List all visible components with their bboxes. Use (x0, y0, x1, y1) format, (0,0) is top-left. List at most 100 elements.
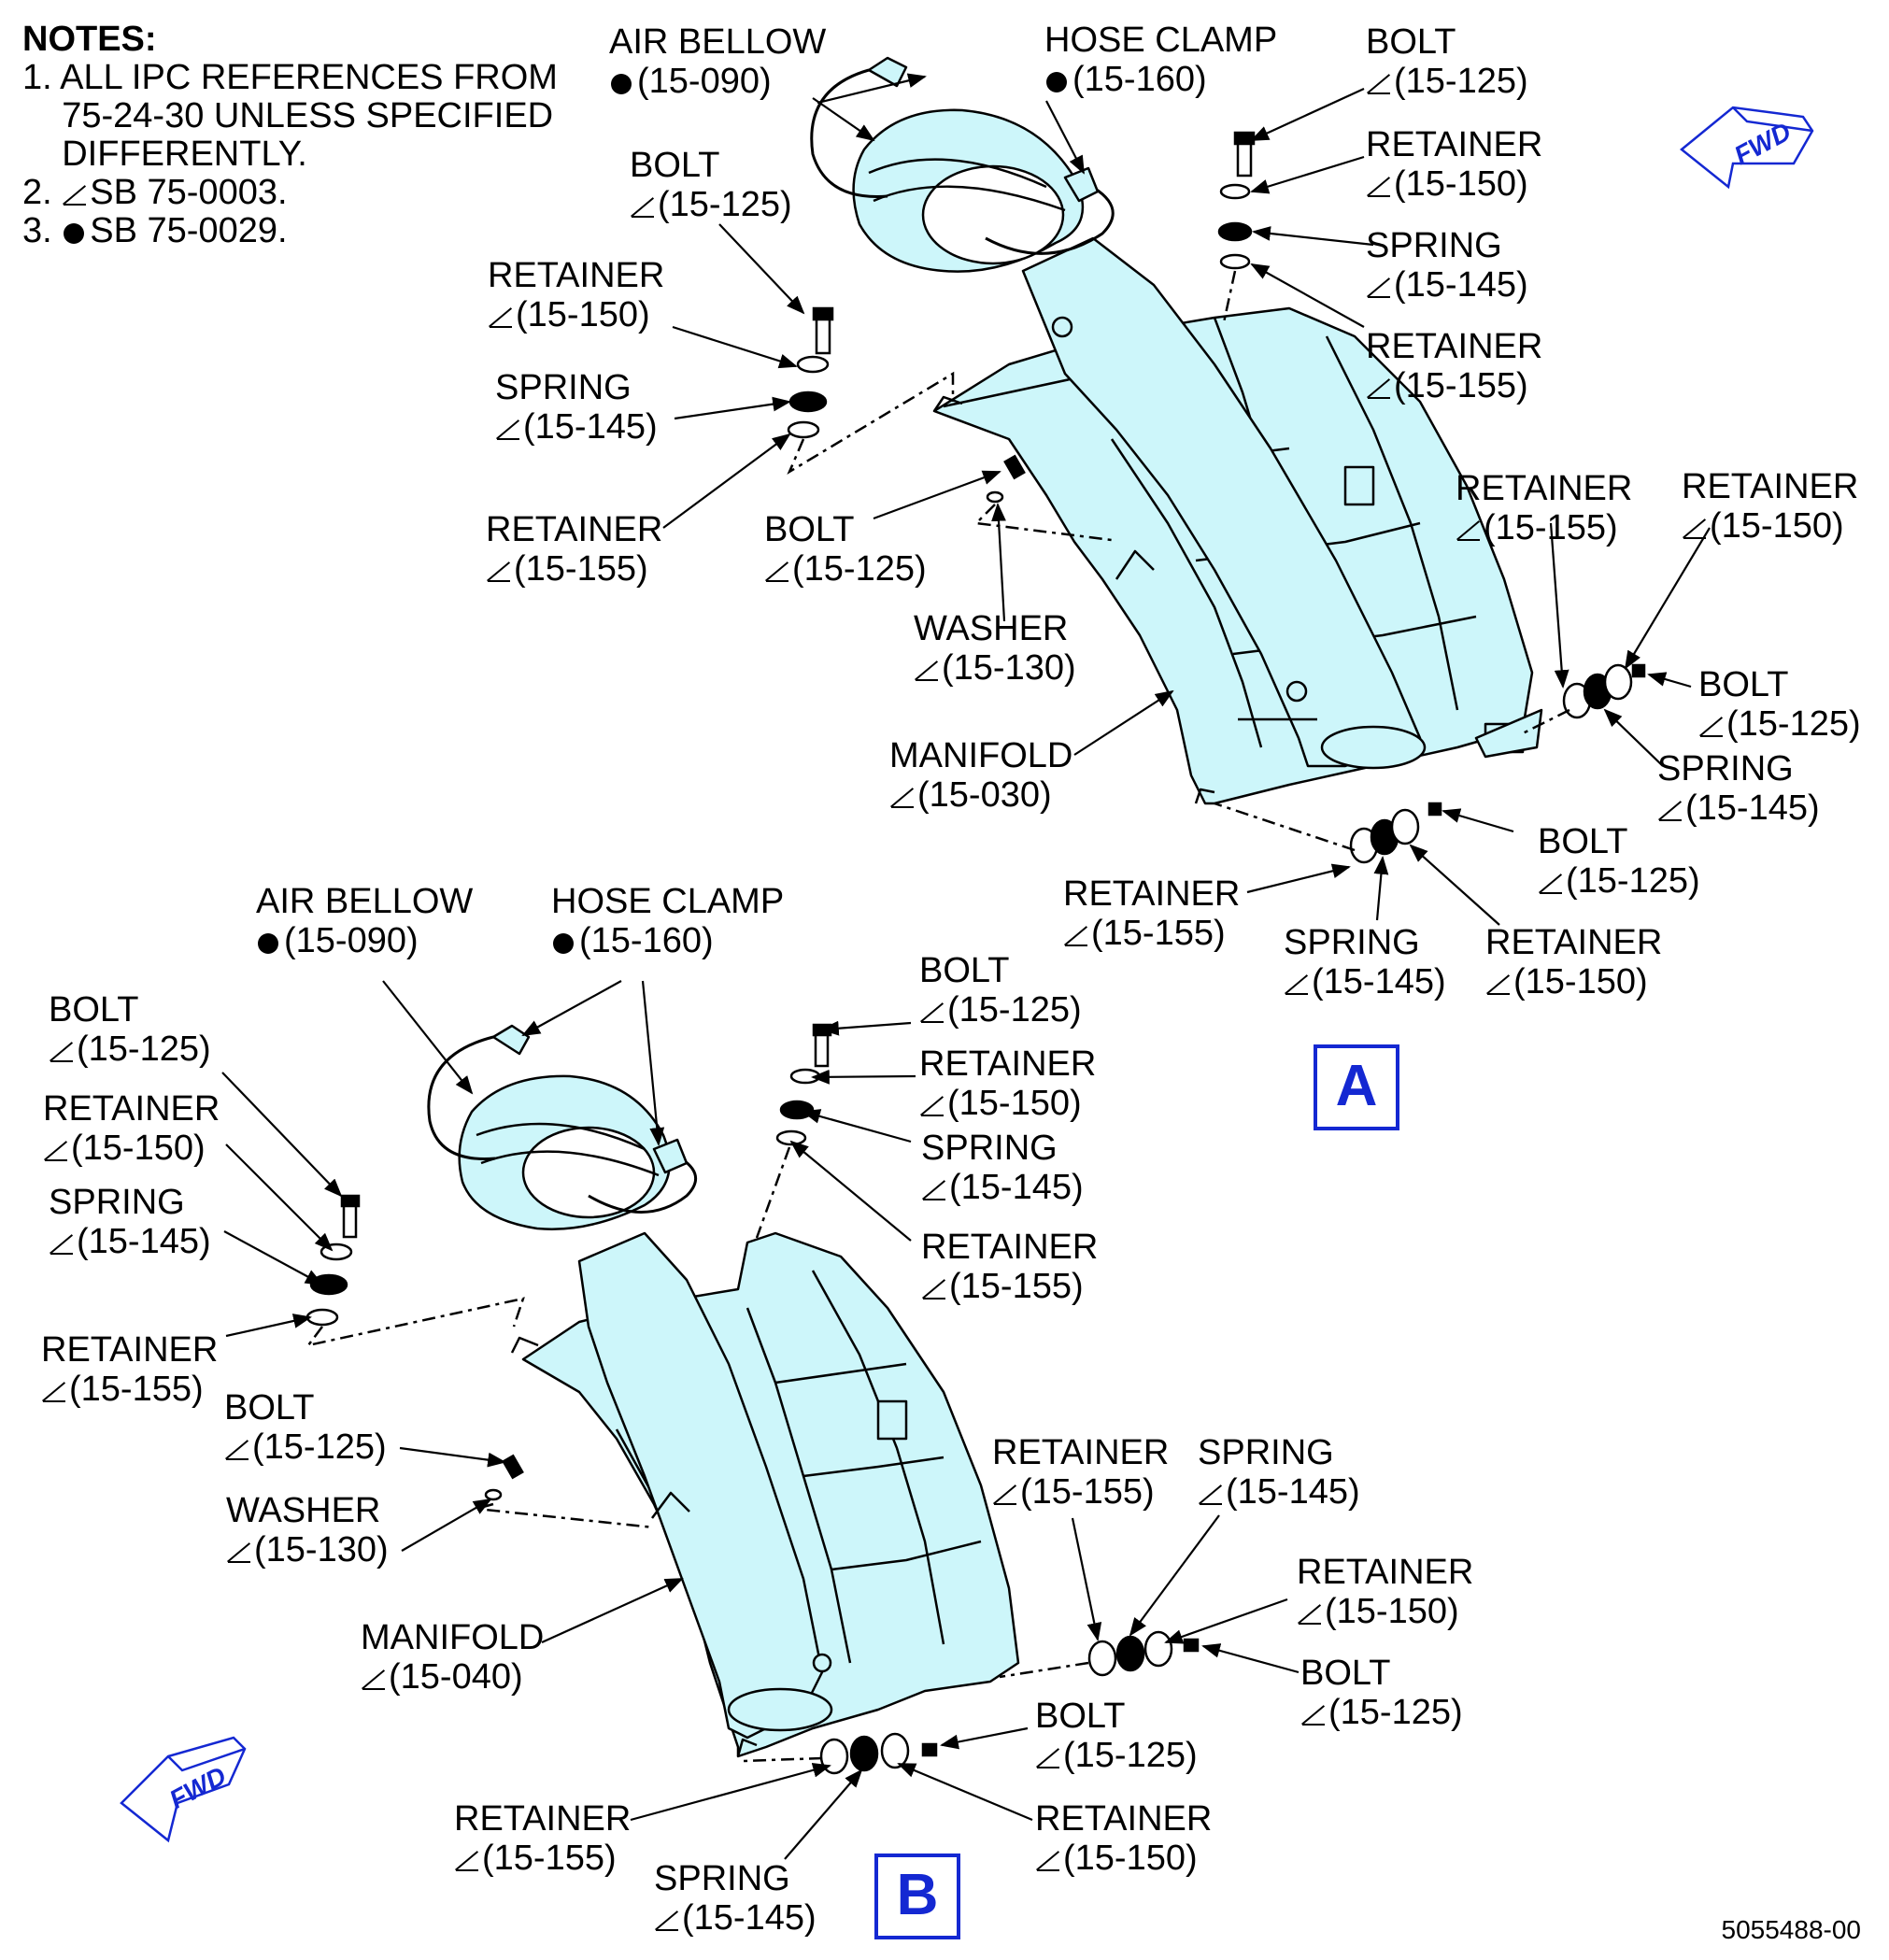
sb-triangle-icon (62, 183, 87, 207)
callout-name: RETAINER (43, 1089, 220, 1129)
leader-lines (221, 73, 1711, 1860)
triangle-icon (41, 1380, 65, 1404)
callout-ref: (15-145) (77, 1222, 211, 1261)
view-a-duct (1021, 236, 1422, 768)
callout-ref: (15-155) (514, 549, 648, 589)
callout-name: BOLT (630, 146, 720, 185)
callout-a-bolt-right: BOLT(15-125) (1698, 665, 1861, 744)
callout-a-spring-bottom: SPRING(15-145) (1284, 923, 1446, 1001)
callout-ref: (15-155) (1091, 914, 1226, 953)
callout-ref: (15-090) (284, 921, 419, 960)
callout-a-retainer-top: RETAINER(15-150) (1366, 125, 1542, 204)
triangle-icon (224, 1438, 249, 1462)
triangle-icon (921, 1277, 945, 1301)
callout-ref: (15-090) (637, 62, 772, 101)
callout-ref: (15-150) (947, 1084, 1082, 1123)
callout-b-air-bellow: AIR BELLOW(15-090) (256, 882, 473, 960)
callout-ref: (15-145) (1312, 962, 1446, 1001)
callout-ref: (15-150) (1710, 506, 1844, 546)
callout-ref: (15-155) (1484, 508, 1618, 547)
callout-name: RETAINER (992, 1433, 1170, 1472)
callout-name: WASHER (226, 1491, 381, 1530)
callout-name: BOLT (224, 1388, 315, 1427)
callout-a-washer: WASHER(15-130) (914, 609, 1076, 688)
callout-name: RETAINER (921, 1228, 1099, 1267)
callout-ref: (15-145) (949, 1168, 1084, 1207)
triangle-icon (1698, 715, 1723, 739)
callout-a-retainer-155-right: RETAINER(15-155) (1456, 469, 1632, 547)
triangle-icon (486, 560, 510, 584)
triangle-icon (1366, 175, 1390, 199)
callout-ref: (15-150) (1394, 164, 1528, 204)
callout-ref: (15-125) (1726, 704, 1861, 744)
callout-b-retainer-150-bottom: RETAINER(15-150) (1035, 1799, 1212, 1878)
callout-ref: (15-125) (1063, 1736, 1198, 1775)
triangle-icon (654, 1909, 678, 1933)
fwd-arrow-a (1680, 106, 1814, 190)
callout-name: HOSE CLAMP (1044, 21, 1278, 60)
callout-b-bolt-right: BOLT(15-125) (1300, 1654, 1463, 1732)
callout-b-bolt-top: BOLT(15-125) (919, 951, 1082, 1030)
callout-b-retainer-150-right: RETAINER(15-150) (1297, 1553, 1473, 1631)
callout-ref: (15-145) (523, 407, 658, 447)
callout-name: RETAINER (1682, 467, 1859, 506)
triangle-icon (1035, 1746, 1059, 1770)
triangle-icon (1682, 517, 1706, 541)
callout-name: SPRING (1366, 226, 1502, 265)
callout-b-retainer-155-right: RETAINER(15-155) (992, 1433, 1169, 1512)
fwd-arrow-b (120, 1736, 247, 1843)
callout-b-bolt-left: BOLT(15-125) (49, 990, 211, 1069)
callout-a-air-bellow: AIR BELLOW(15-090) (609, 22, 826, 101)
triangle-icon (43, 1139, 67, 1163)
triangle-icon (1300, 1703, 1325, 1727)
triangle-icon (1538, 872, 1562, 896)
callout-name: RETAINER (1366, 125, 1543, 164)
triangle-icon (1035, 1849, 1059, 1873)
callout-ref: (15-155) (1020, 1472, 1155, 1512)
callout-ref: (15-145) (1394, 265, 1528, 305)
triangle-icon (1063, 924, 1087, 948)
callout-a-retainer-150-bottom: RETAINER(15-150) (1485, 923, 1662, 1001)
triangle-icon (764, 560, 788, 584)
triangle-icon (488, 305, 512, 330)
callout-name: BOLT (49, 990, 139, 1030)
view-a-hardware (787, 131, 1646, 864)
callout-name: RETAINER (1063, 874, 1241, 914)
callout-ref: (15-125) (658, 185, 792, 224)
dot-icon (256, 931, 280, 956)
callout-name: MANIFOLD (889, 736, 1073, 775)
triangle-icon (49, 1232, 73, 1257)
triangle-icon (49, 1040, 73, 1064)
callout-name: RETAINER (1366, 327, 1543, 366)
callout-ref: (15-155) (482, 1839, 617, 1878)
callout-ref: (15-125) (1394, 62, 1528, 101)
callout-b-retainer-155-bottom: RETAINER(15-155) (454, 1799, 631, 1878)
callout-name: RETAINER (454, 1799, 632, 1839)
triangle-icon (921, 1178, 945, 1202)
callout-ref: (15-155) (1394, 366, 1528, 405)
view-b-hose-clamp (427, 1035, 496, 1160)
callout-a-retainer-left: RETAINER(15-150) (488, 256, 664, 334)
callout-b-retainer-155-top: RETAINER(15-155) (921, 1228, 1098, 1306)
callout-ref: (15-145) (682, 1898, 817, 1938)
callout-name: BOLT (1698, 665, 1789, 704)
triangle-icon (1366, 72, 1390, 96)
callout-ref: (15-125) (792, 549, 927, 589)
triangle-icon (889, 786, 914, 810)
callout-ref: (15-150) (1325, 1592, 1459, 1631)
callout-a-retainer-155-top: RETAINER(15-155) (1366, 327, 1542, 405)
triangle-icon (454, 1849, 478, 1873)
triangle-icon (1485, 973, 1510, 997)
triangle-icon (361, 1668, 385, 1692)
callout-name: MANIFOLD (361, 1618, 545, 1657)
callout-b-washer: WASHER(15-130) (226, 1491, 389, 1569)
callout-name: AIR BELLOW (609, 22, 827, 62)
note-line-1: 1. ALL IPC REFERENCES FROM (22, 58, 558, 97)
triangle-icon (1657, 799, 1682, 823)
notes-title: NOTES: (22, 20, 157, 59)
triangle-icon (495, 418, 519, 442)
callout-ref: (15-145) (1685, 788, 1820, 828)
callout-a-bolt-top: BOLT(15-125) (1366, 22, 1528, 101)
callout-name: SPRING (1198, 1433, 1334, 1472)
callout-name: RETAINER (919, 1044, 1097, 1084)
